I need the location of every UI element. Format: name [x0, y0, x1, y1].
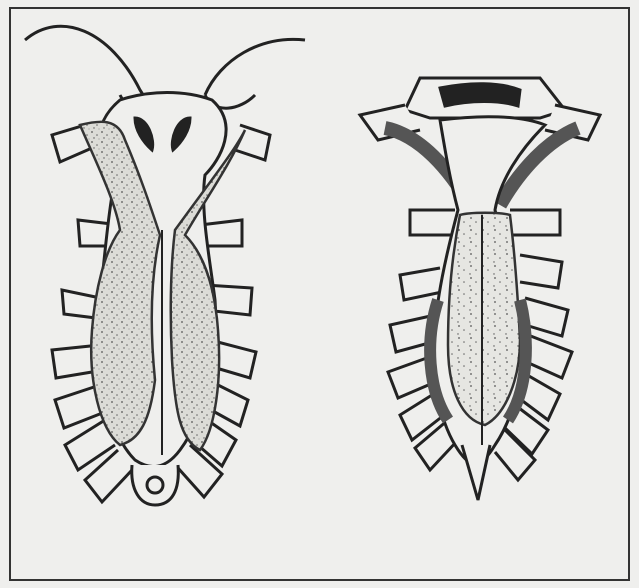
figure-frame — [0, 0, 639, 588]
embryo-diagram — [0, 0, 639, 588]
